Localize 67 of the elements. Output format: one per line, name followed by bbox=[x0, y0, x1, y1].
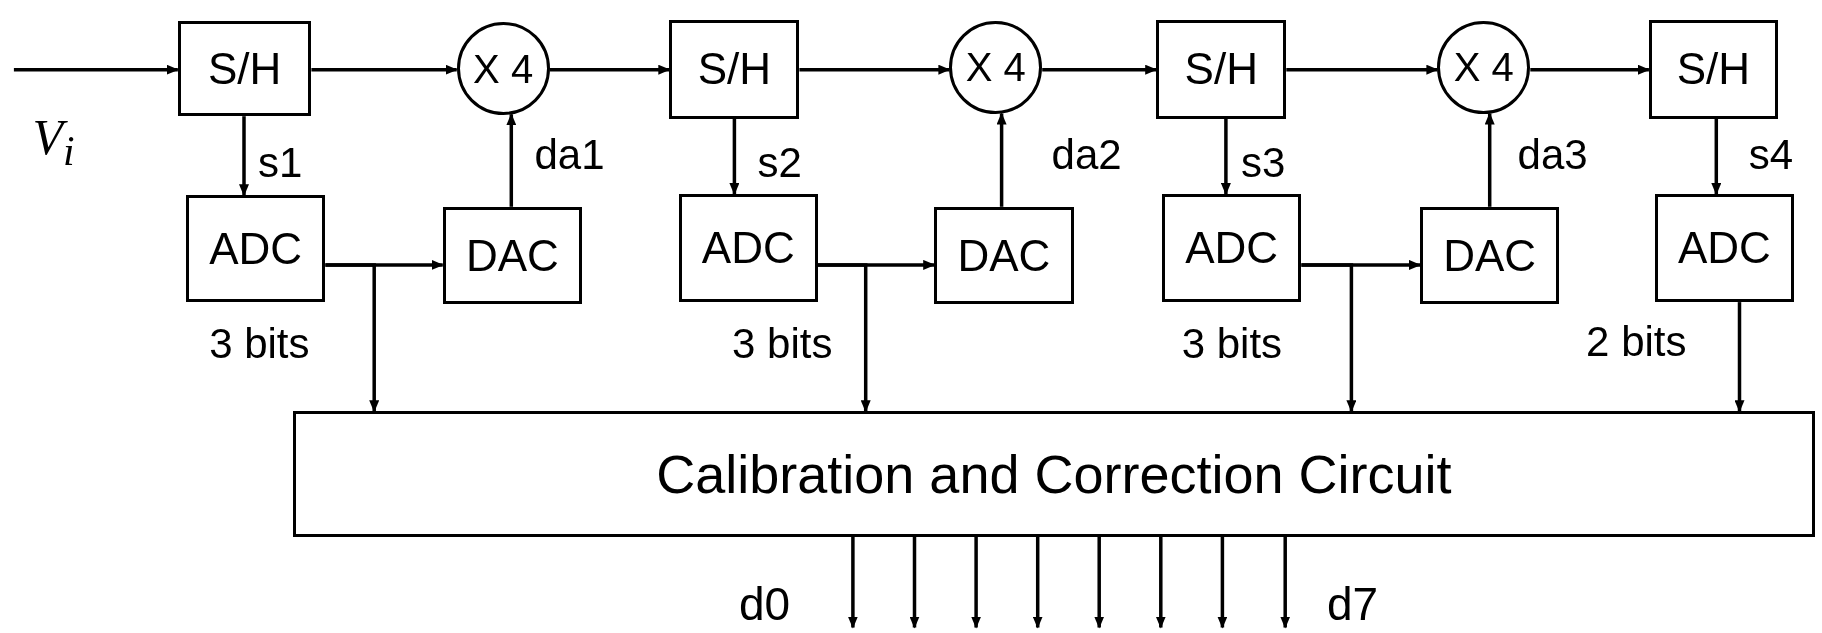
arrow bbox=[909, 536, 920, 629]
arrow bbox=[325, 263, 380, 413]
circuit-box bbox=[292, 411, 1815, 537]
arrow bbox=[1094, 536, 1105, 629]
arrow bbox=[239, 116, 249, 197]
block-label: ADC bbox=[1185, 226, 1279, 271]
arrow bbox=[729, 118, 740, 196]
edge-label: s1 bbox=[257, 141, 303, 184]
arrow bbox=[1286, 64, 1439, 75]
arrow bbox=[1042, 64, 1158, 75]
block-label: Calibration and Correction Circuit bbox=[656, 447, 1452, 502]
block-label: S/H bbox=[1184, 47, 1258, 92]
edge-label: s2 bbox=[757, 141, 802, 184]
arrow bbox=[1280, 536, 1291, 629]
arrow bbox=[971, 536, 982, 629]
block-box bbox=[669, 19, 800, 119]
arrow bbox=[549, 64, 671, 75]
output-bit-label: d0 bbox=[739, 581, 791, 627]
bit-count-label: 3 bits bbox=[1181, 323, 1283, 366]
block-box bbox=[1654, 194, 1795, 303]
block-label: S/H bbox=[697, 47, 772, 92]
block-label: DAC bbox=[465, 233, 559, 278]
block-box bbox=[1156, 19, 1287, 119]
edge-label: s4 bbox=[1748, 133, 1794, 176]
block-label: S/H bbox=[207, 46, 282, 91]
input-signal-label: V$_{i}$ bbox=[32, 111, 75, 173]
arrow bbox=[311, 64, 458, 75]
block-box bbox=[442, 206, 583, 305]
block-box bbox=[185, 195, 326, 303]
edge-label: da3 bbox=[1517, 133, 1588, 176]
arrow bbox=[506, 113, 517, 207]
arrow bbox=[1734, 302, 1745, 413]
block-label: ADC bbox=[209, 226, 303, 271]
block-box bbox=[1162, 194, 1302, 303]
edge-label: da1 bbox=[534, 133, 605, 176]
arrow bbox=[1530, 64, 1650, 75]
block-box bbox=[1419, 206, 1560, 305]
block-box bbox=[678, 194, 819, 303]
arrow bbox=[13, 64, 179, 75]
block-label: DAC bbox=[1443, 233, 1537, 278]
bit-count-label: 3 bits bbox=[732, 323, 833, 366]
arrow bbox=[799, 64, 951, 75]
edge-label: s3 bbox=[1241, 141, 1286, 184]
arrow bbox=[1484, 112, 1495, 207]
edge-label: da2 bbox=[1051, 133, 1122, 176]
arrow bbox=[818, 263, 871, 413]
block-label: X 4 bbox=[965, 47, 1026, 88]
output-bit-label: d7 bbox=[1327, 581, 1379, 627]
arrow bbox=[1220, 118, 1231, 196]
block-box bbox=[177, 20, 312, 117]
arrow bbox=[847, 536, 858, 629]
block-label: X 4 bbox=[1453, 47, 1514, 88]
bit-count-label: 3 bits bbox=[209, 323, 310, 366]
arrow bbox=[996, 112, 1007, 207]
block-label: X 4 bbox=[473, 48, 534, 89]
arrow bbox=[1711, 118, 1722, 196]
arrow bbox=[1032, 536, 1043, 629]
block-box bbox=[1648, 19, 1778, 119]
arrow bbox=[1217, 536, 1228, 629]
block-label: ADC bbox=[701, 226, 795, 271]
bit-count-label: 2 bits bbox=[1586, 320, 1687, 363]
block-label: ADC bbox=[1677, 226, 1771, 271]
block-label: S/H bbox=[1676, 47, 1750, 92]
block-label: DAC bbox=[957, 233, 1051, 278]
arrow bbox=[1301, 263, 1357, 413]
arrow bbox=[1155, 536, 1166, 629]
block-box bbox=[934, 206, 1074, 305]
